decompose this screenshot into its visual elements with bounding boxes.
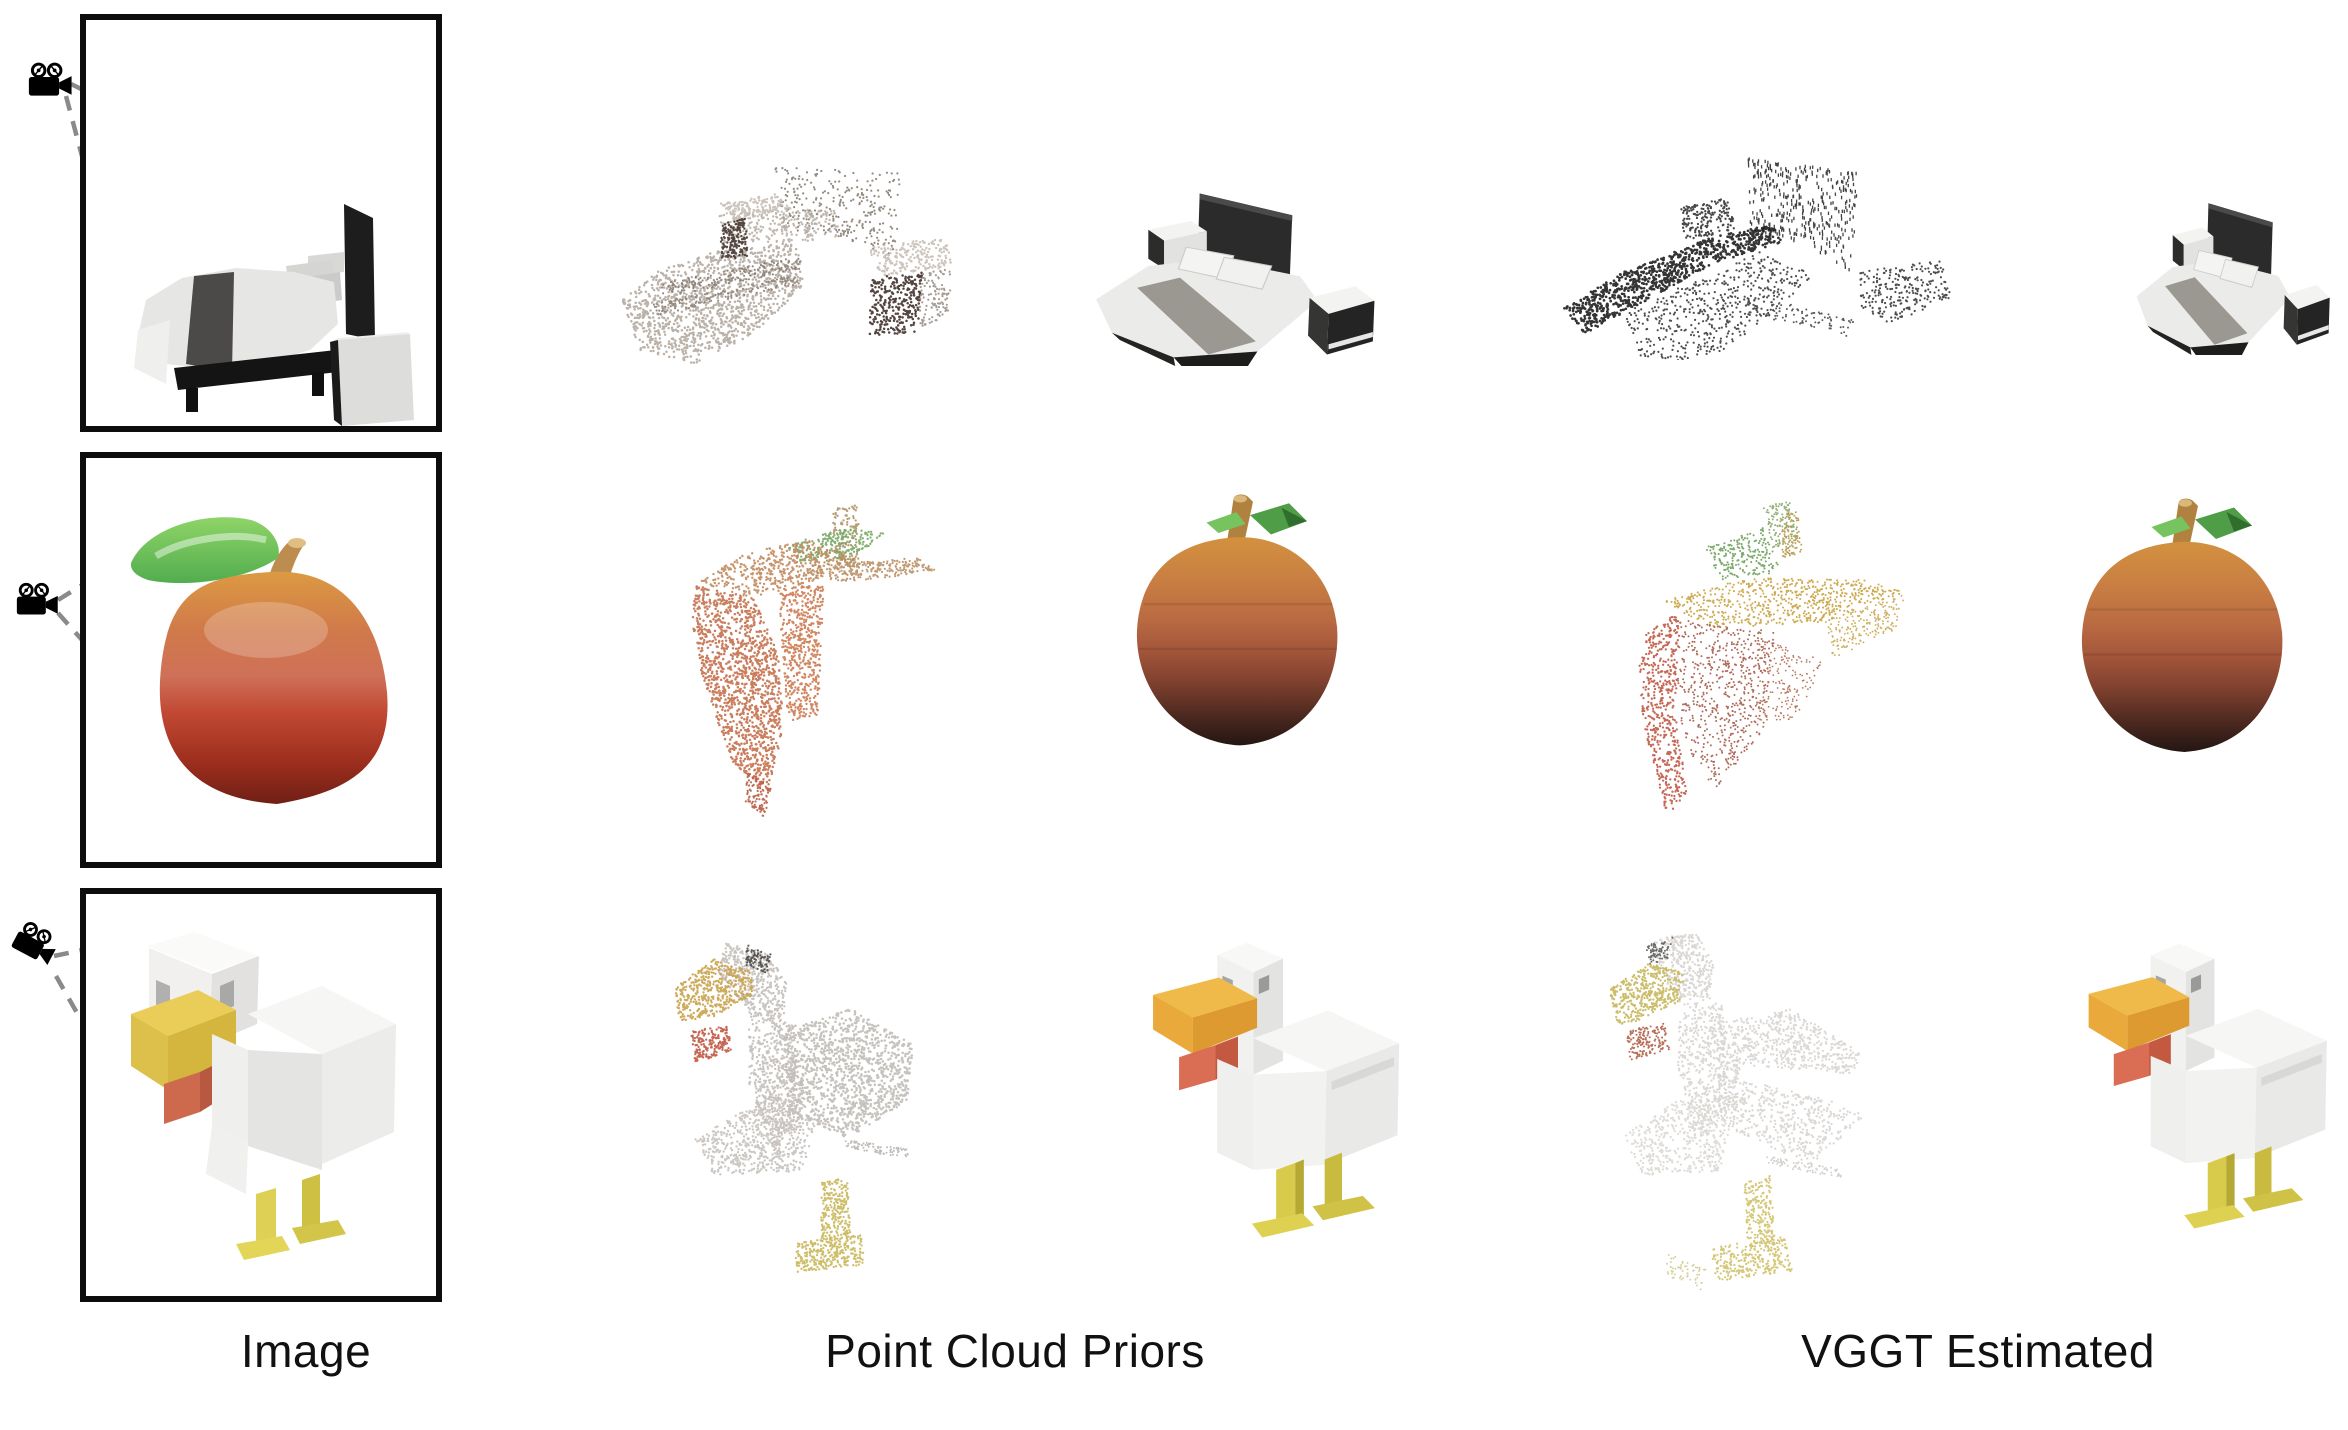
- input-image-frame-chicken: [80, 888, 442, 1302]
- input-image-frame-apple: [80, 452, 442, 868]
- camera-icon: [28, 62, 76, 100]
- apple-input-image: [130, 517, 388, 804]
- bed-priors-pointcloud: [621, 167, 952, 364]
- chicken-vggt-render: [2088, 943, 2327, 1229]
- apple-priors-render: [1135, 493, 1339, 747]
- apple-priors-pointcloud: [691, 504, 936, 817]
- apple-vggt-pointcloud: [1638, 501, 1905, 810]
- bed-priors-render: [1095, 192, 1376, 367]
- chicken-vggt-pointcloud: [1609, 933, 1863, 1291]
- bed-vggt-pointcloud: [1563, 157, 1951, 360]
- chicken-input-image: [131, 932, 396, 1260]
- camera-icon: [8, 917, 66, 971]
- camera-icon: [16, 582, 62, 619]
- bed-vggt-render: [2136, 202, 2331, 356]
- bed-input-image: [134, 204, 414, 426]
- chicken-priors-pointcloud: [674, 942, 914, 1273]
- input-image-frame-bed: [80, 14, 442, 432]
- apple-vggt-render: [2080, 497, 2284, 754]
- column-label-image: Image: [240, 1325, 372, 1377]
- column-label-vggt-estimated: VGGT Estimated: [1801, 1325, 2155, 1377]
- column-label-point-cloud-priors: Point Cloud Priors: [825, 1325, 1205, 1377]
- chicken-priors-render: [1153, 942, 1400, 1238]
